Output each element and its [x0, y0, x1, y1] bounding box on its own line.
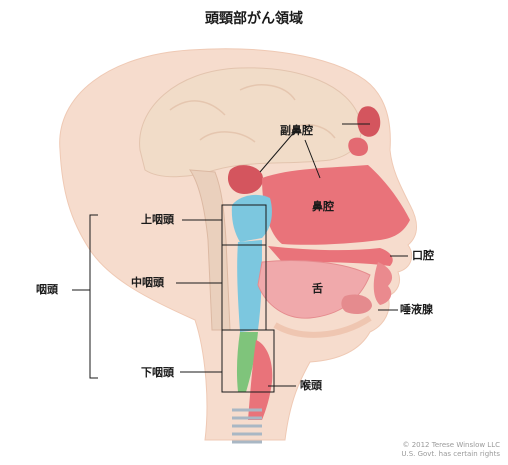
tongue-label: 舌 [312, 282, 323, 296]
page-title: 頭頸部がん領域 [0, 8, 508, 28]
salivary-gland-label: 唾液腺 [400, 303, 433, 317]
nasopharynx-label: 上咽頭 [141, 213, 174, 227]
credit-line-1: © 2012 Terese Winslow LLC [401, 441, 500, 450]
copyright-credit: © 2012 Terese Winslow LLC U.S. Govt. has… [401, 441, 500, 459]
oral-cavity-label: 口腔 [412, 249, 434, 263]
pharynx-label: 咽頭 [36, 283, 58, 297]
oropharynx-label: 中咽頭 [131, 276, 164, 290]
credit-line-2: U.S. Govt. has certain rights [401, 450, 500, 459]
hypopharynx-label: 下咽頭 [141, 366, 174, 380]
paranasal-sinus-label: 副鼻腔 [280, 124, 313, 138]
larynx-label: 喉頭 [300, 379, 322, 393]
nasal-cavity-label: 鼻腔 [312, 200, 334, 214]
